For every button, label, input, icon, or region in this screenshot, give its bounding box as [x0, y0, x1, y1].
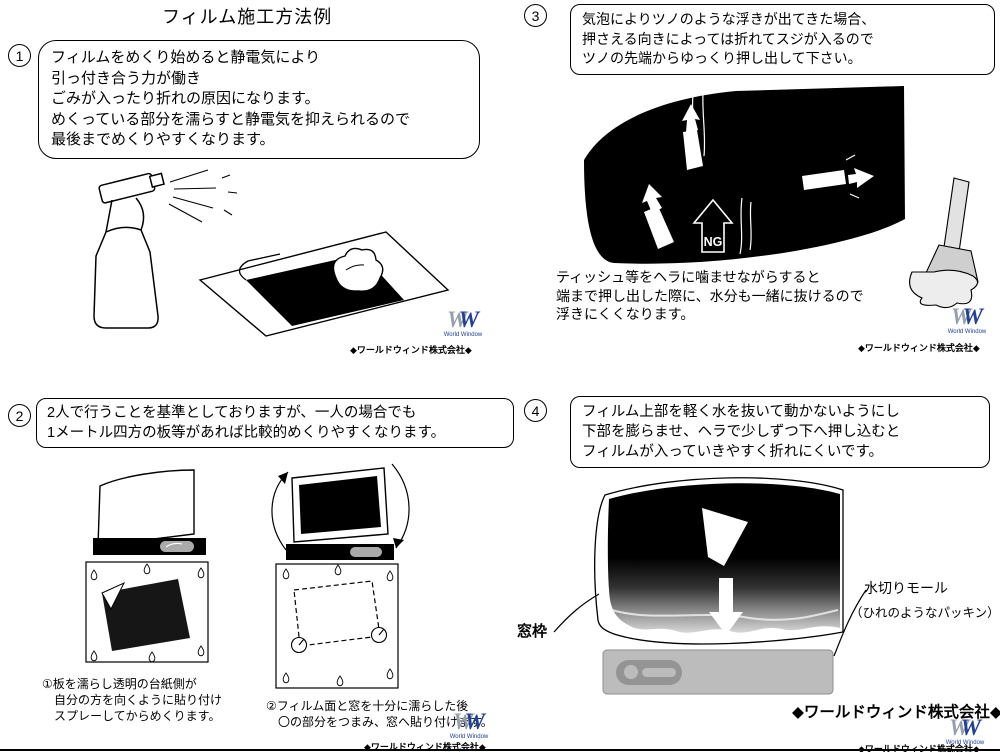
page-title: フィルム施工方法例	[162, 7, 333, 27]
window-frame-label: 窓枠	[517, 623, 548, 640]
film-sheet	[198, 231, 450, 337]
step4-number: 4	[524, 399, 547, 422]
world-window-logo: WW World Window	[446, 710, 492, 740]
company-name-bold: ◆ワールドウィンド株式会社◆	[792, 704, 1000, 721]
spray-bottle-icon	[93, 172, 165, 329]
instruction-line: フィルムが入っていきやすく折れにくいです。	[582, 444, 884, 460]
instruction-line: 下部を膨らませ、ヘラで少しずつ下へ押し込むと	[582, 424, 901, 440]
tissue-and-squeegee	[909, 177, 979, 309]
squeegee-icon-top	[682, 104, 703, 170]
board-left	[85, 561, 209, 663]
board-right	[275, 563, 399, 689]
illustration-bubble-removal: NG	[584, 86, 979, 309]
tinted-window	[584, 86, 905, 264]
illustration-spray-film	[93, 169, 450, 337]
instruction-line: めくっている部分を濡らすと静電気を抑えられるので	[51, 110, 410, 128]
molding-leader-line	[833, 589, 867, 657]
step1-number: 1	[8, 44, 31, 67]
squeegee-icon	[702, 508, 748, 566]
ww-logo-subtext: World Window	[449, 734, 489, 740]
illustration-board-method	[85, 463, 410, 689]
push-down-arrow	[709, 578, 743, 635]
hand-icon	[332, 247, 384, 292]
company-name: ◆ワールドウィンド株式会社◆	[858, 744, 980, 752]
step2-caption-left: ①板を濡らし透明の台紙側が 自分の方を向くように貼り付け スプレーしてからめくり…	[42, 676, 222, 724]
company-name: ◆ワールドウィンド株式会社◆	[350, 345, 472, 355]
spray-mist	[168, 169, 238, 223]
ww-monogram: WW	[447, 307, 479, 332]
squeegee-icon-left	[642, 184, 674, 249]
instruction-line: 押さえる向きによっては折れてスジが入るので	[582, 30, 874, 47]
note-line: 浮きにくくなります。	[556, 306, 695, 322]
world-window-logo: WW World Window	[440, 308, 486, 338]
drip-molding-label: 水切りモール	[864, 580, 948, 596]
instruction-line: フィルム上部を軽く水を抜いて動かないようにし	[582, 404, 900, 420]
ww-monogram: WW	[453, 709, 485, 734]
step4-instruction-box: フィルム上部を軽く水を抜いて動かないようにし 下部を膨らませ、ヘラで少しずつ下へ…	[570, 396, 990, 468]
step3-instruction-box: 気泡によりツノのような浮きが出てきた場合、 押さえる向きによっては折れてスジが入…	[570, 4, 995, 75]
caption-line: スプレーしてからめくります。	[42, 709, 221, 723]
instruction-line: フィルムをめくり始めると静電気により	[51, 49, 321, 66]
instruction-line: 気泡によりツノのような浮きが出てきた場合、	[582, 11, 876, 27]
instruction-line: 引っ付き合う力が働き	[51, 69, 202, 87]
step2-caption-right: ②フィルム面と窓を十分に濡らした後 〇の部分をつまみ、窓へ貼り付けます。	[266, 698, 493, 730]
step2-instruction-box: 2人で行うことを基準としておりますが、一人の場合でも 1メートル四方の板等があれ…	[36, 398, 514, 448]
company-name: ◆ワールドウィンド株式会社◆	[858, 343, 980, 353]
film-bulge-line	[611, 609, 839, 621]
instruction-line: 最後までめくりやすくなります。	[51, 131, 275, 148]
caption-line: ①板を濡らし透明の台紙側が	[42, 677, 197, 691]
caption-line: ②フィルム面と窓を十分に濡らした後	[266, 699, 469, 713]
ww-logo-subtext: World Window	[443, 332, 483, 338]
instruction-line: ツノの先端からゆっくり押し出して下さい。	[582, 50, 862, 66]
window-left	[93, 469, 206, 555]
squeegee-icon-right	[802, 154, 874, 199]
illustration-film-insert	[553, 477, 867, 695]
world-window-logo: WW World Window	[944, 305, 990, 335]
instruction-line: 2人で行うことを基準としておりますが、一人の場合でも	[47, 405, 417, 421]
bottom-divider	[0, 749, 1000, 751]
step1-instruction-box: フィルムをめくり始めると静電気により 引っ付き合う力が働き ごみが入ったり折れの…	[38, 40, 480, 159]
step3-note: ティッシュ等をヘラに噛ませながらすると 端まで押し出した際に、水分も一緒に抜ける…	[556, 268, 864, 324]
company-name: ◆ワールドウィンド株式会社◆	[364, 742, 486, 752]
flip-arrows	[271, 463, 410, 551]
window-right	[286, 467, 394, 560]
window-frame-leader-line	[553, 593, 600, 633]
caption-line: 〇の部分をつまみ、窓へ貼り付けます。	[266, 715, 493, 729]
ww-logo-subtext: World Window	[947, 329, 987, 335]
ng-label: NG	[704, 235, 723, 249]
door-sill	[602, 649, 834, 695]
ng-arrow: NG	[692, 198, 734, 253]
drip-molding-sublabel: （ひれのようなパッキン）	[850, 606, 1000, 620]
step2-number: 2	[8, 404, 31, 427]
note-line: 端まで押し出した際に、水分も一緒に抜けるので	[556, 287, 864, 304]
caption-line: 自分の方を向くように貼り付け	[42, 693, 223, 707]
step3-number: 3	[524, 4, 547, 27]
ww-monogram: WW	[949, 715, 981, 740]
instruction-line: ごみが入ったり折れの原因になります。	[51, 90, 320, 107]
instruction-line: 1メートル四方の板等があれば比較的めくりやすくなります。	[47, 425, 446, 441]
ww-logo-subtext: World Window	[945, 740, 985, 746]
world-window-logo: WW World Window	[942, 716, 988, 746]
note-line: ティッシュ等をヘラに噛ませながらすると	[556, 269, 821, 285]
ww-monogram: WW	[951, 304, 983, 329]
